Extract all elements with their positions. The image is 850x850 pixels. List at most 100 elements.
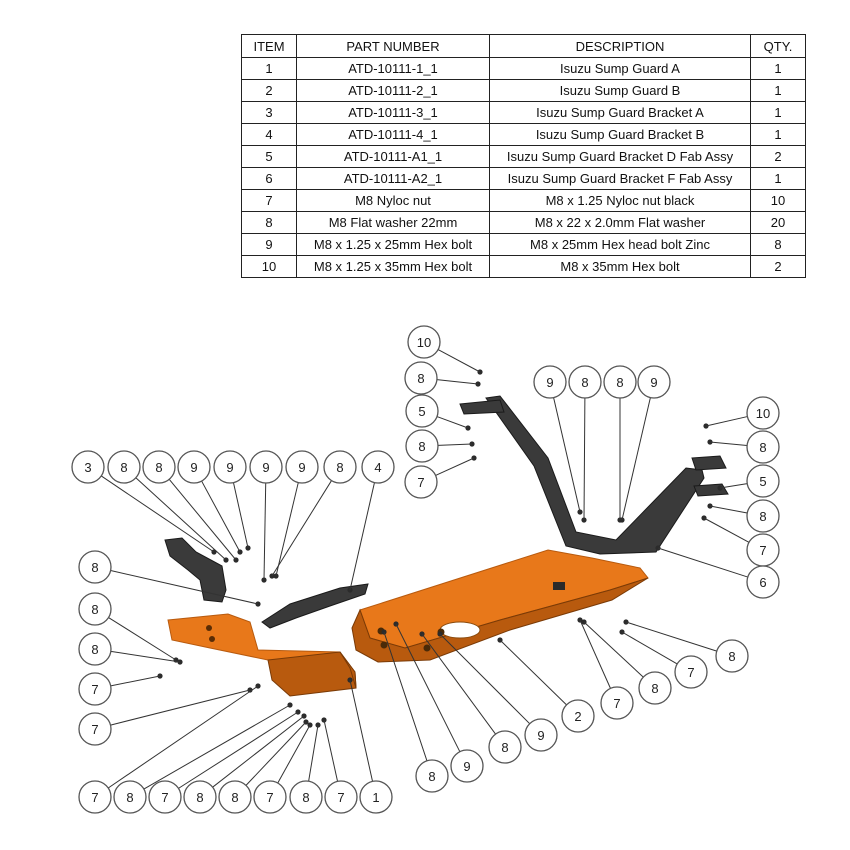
balloon-label: 5 [418,404,425,419]
balloon-circle [285,450,319,484]
balloon-circle [600,686,634,720]
qty-cell: 2 [750,255,806,278]
bracket-d-fab-assy-left [459,399,505,415]
balloon-circle [405,394,439,428]
leader-line [436,416,469,429]
balloon-circle [415,759,449,793]
balloon-label: 9 [546,375,553,390]
balloon-circle [78,592,112,626]
item-balloon: 8 [746,499,780,533]
balloon-label: 9 [650,375,657,390]
balloon-circle [107,450,141,484]
item-balloon: 7 [253,780,287,814]
balloon-label: 8 [418,439,425,454]
balloon-label: 8 [196,790,203,805]
item-balloon: 3 [71,450,105,484]
balloon-label: 8 [651,681,658,696]
leader-line [308,724,319,782]
balloon-label: 7 [687,665,694,680]
balloon-label: 8 [126,790,133,805]
balloon-circle [674,655,708,689]
item-balloon: 7 [600,686,634,720]
balloon-circle [603,365,637,399]
balloon-label: 8 [91,602,98,617]
balloon-label: 8 [616,375,623,390]
balloon-circle [324,780,358,814]
sump-guard-a-front-face [267,651,357,697]
leader-line [421,633,496,735]
balloon-circle [746,565,780,599]
item-balloon: 8 [323,450,357,484]
item-balloon: 8 [404,361,438,395]
part-number-cell: M8 x 1.25 x 35mm Hex bolt [296,255,490,278]
balloon-label: 9 [463,759,470,774]
balloon-label: 8 [91,560,98,575]
bracket-f-fab-assy [485,395,705,555]
balloon-circle [746,499,780,533]
leader-line [100,475,215,553]
leader-line [553,397,581,513]
balloon-circle [183,780,217,814]
item-balloon: 7 [78,780,112,814]
leader-line [709,505,748,514]
sump-guard-b [351,549,649,663]
balloon-label: 7 [266,790,273,805]
balloon-label: 9 [298,460,305,475]
balloon-circle [746,430,780,464]
part-number-cell: M8 x 1.25 x 25mm Hex bolt [296,233,490,256]
item-balloon: 8 [78,550,112,584]
balloon-circle [78,672,112,706]
leader-line [168,479,237,561]
item-balloon: 8 [78,632,112,666]
balloon-circle [148,780,182,814]
leader-line [719,483,748,489]
leader-line [583,621,644,678]
bracket-d-fab-assy-right [691,455,727,471]
leader-line [263,482,267,581]
header-part-number: PART NUMBER [296,34,490,58]
leader-line [499,639,567,706]
balloon-label: 1 [372,790,379,805]
balloon-label: 8 [231,790,238,805]
leader-line [395,623,461,752]
item-balloon: 7 [324,780,358,814]
balloon-label: 8 [501,740,508,755]
balloon-circle [218,780,252,814]
balloon-label: 7 [91,682,98,697]
item-balloon: 6 [746,565,780,599]
balloon-label: 8 [759,509,766,524]
part-number-cell: M8 Flat washer 22mm [296,211,490,234]
leader-line [212,715,305,788]
balloon-circle [78,712,112,746]
balloon-circle [715,639,749,673]
balloon-circle [404,465,438,499]
item-balloon: 8 [78,592,112,626]
part-number-cell: ATD-10111-2_1 [296,79,490,102]
bracket-a [164,537,227,603]
leader-line [178,711,299,789]
balloon-label: 8 [759,440,766,455]
leader-line [245,721,307,786]
leader-line [349,679,374,782]
leader-line [349,482,375,591]
leader-line [621,631,678,665]
balloon-circle [568,365,602,399]
balloon-circle [524,718,558,752]
leader-line [107,685,259,789]
bracket-b [261,583,369,629]
item-balloon: 7 [746,533,780,567]
balloon-circle [249,450,283,484]
balloon-circle [637,365,671,399]
balloon-circle [213,450,247,484]
balloon-label: 7 [613,696,620,711]
sump-guard-b-front-face [351,577,649,663]
balloon-label: 8 [417,371,424,386]
item-balloon: 8 [107,450,141,484]
leader-line [579,619,611,689]
sump-guard-a [167,613,357,697]
